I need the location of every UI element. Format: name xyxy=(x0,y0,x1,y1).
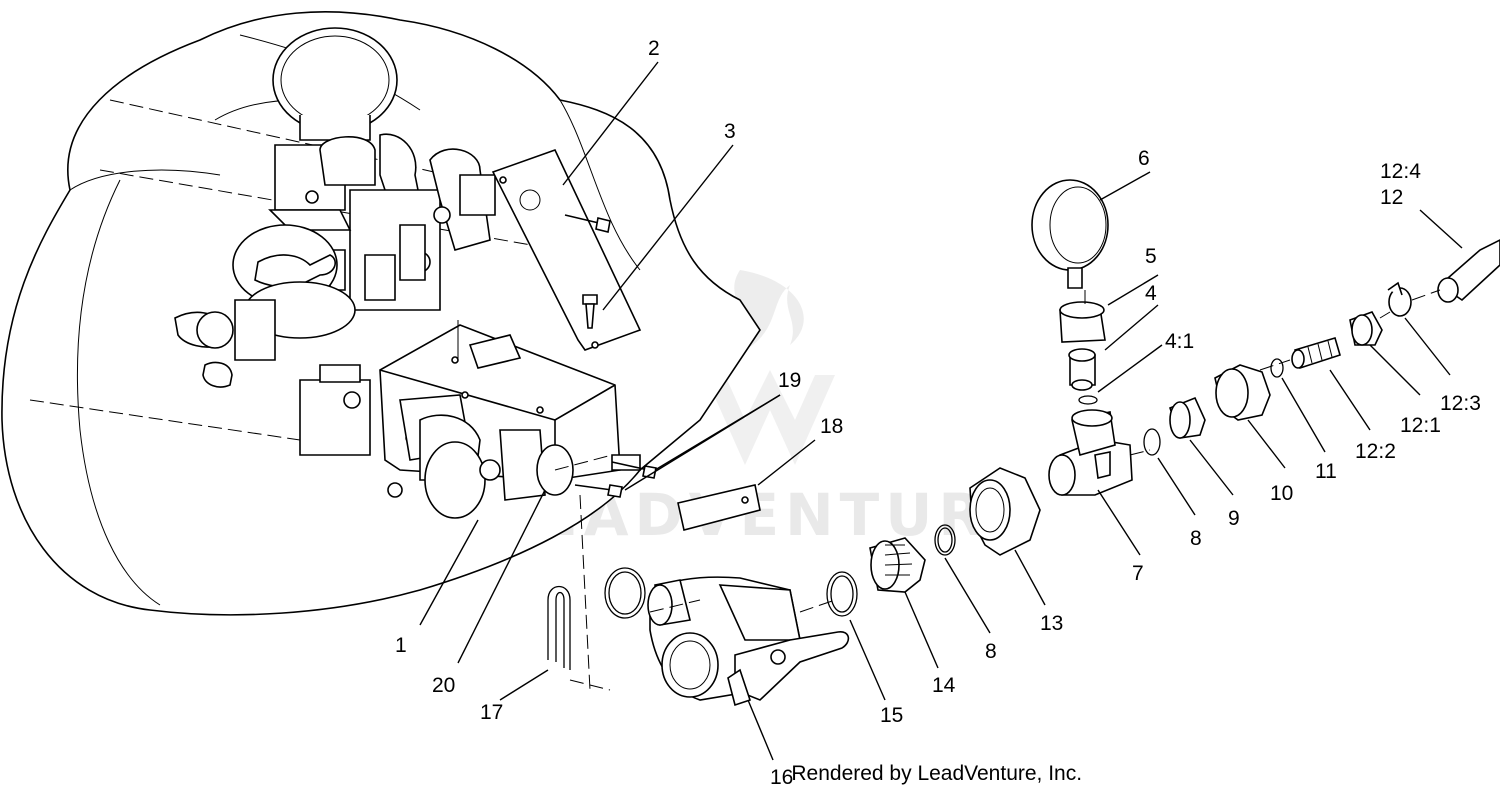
callout-3: 3 xyxy=(724,120,736,143)
callout-15: 15 xyxy=(880,704,903,727)
callout-6: 6 xyxy=(1138,147,1150,170)
hose xyxy=(1437,239,1500,303)
coupling-nut-13 xyxy=(969,467,1041,556)
hose-barb xyxy=(1291,337,1341,370)
callout-5: 5 xyxy=(1145,245,1157,268)
o-ring-15 xyxy=(826,571,858,617)
u-clip xyxy=(547,585,571,670)
callout-16: 16 xyxy=(770,766,793,789)
bushing-4 xyxy=(1068,348,1096,391)
o-ring-16-left-inner xyxy=(608,571,642,615)
lower-mount xyxy=(299,364,371,456)
o-ring-11 xyxy=(1270,358,1284,378)
callout-12-2: 12:2 xyxy=(1355,440,1396,463)
adapter-14 xyxy=(869,537,926,593)
callout-7: 7 xyxy=(1132,562,1144,585)
callout-2: 2 xyxy=(648,37,660,60)
tank-lid xyxy=(272,27,398,141)
nut-10 xyxy=(1214,364,1271,421)
callout-14: 14 xyxy=(932,674,956,697)
bolt-3 xyxy=(582,294,598,329)
strap-bracket xyxy=(491,149,642,351)
callout-12: 12 xyxy=(1380,186,1403,209)
screw-19a xyxy=(611,461,657,479)
o-ring-8-upper xyxy=(1143,428,1161,456)
callout-12-3: 12:3 xyxy=(1440,392,1481,415)
o-ring-16-left xyxy=(604,567,646,619)
ball-valve xyxy=(647,576,850,707)
callout-1: 1 xyxy=(395,634,407,657)
callout-4-1: 4:1 xyxy=(1165,330,1194,353)
nut-12-1 xyxy=(1349,311,1383,346)
callout-20: 20 xyxy=(432,674,455,697)
o-ring-4-1 xyxy=(1078,395,1098,405)
callout-11: 11 xyxy=(1315,460,1337,483)
callout-9: 9 xyxy=(1228,507,1240,530)
side-valve xyxy=(174,224,356,388)
adapter-9 xyxy=(1169,396,1206,439)
nut-5 xyxy=(1059,301,1106,343)
callout-10: 10 xyxy=(1270,482,1293,505)
callout-17: 17 xyxy=(480,701,503,724)
o-ring-8-lower xyxy=(934,524,956,556)
callout-18: 18 xyxy=(820,415,843,438)
callout-4: 4 xyxy=(1145,282,1157,305)
leader-lines xyxy=(419,61,1463,761)
callout-13: 13 xyxy=(1040,612,1063,635)
o-ring-15-inner xyxy=(830,575,854,613)
callout-19: 19 xyxy=(778,369,801,392)
screw-19b xyxy=(574,484,623,498)
callout-8-upper: 8 xyxy=(1190,527,1202,550)
callout-12-4: 12:4 xyxy=(1380,160,1421,183)
decal-18 xyxy=(677,484,761,531)
hose-clamp xyxy=(1387,281,1412,317)
callout-12-1: 12:1 xyxy=(1400,414,1441,437)
screw-2 xyxy=(564,214,611,233)
tee-fitting xyxy=(1048,409,1133,496)
o-ring-8-lower-inner xyxy=(937,527,953,553)
pressure-gauge xyxy=(1031,179,1109,289)
callout-8-lower: 8 xyxy=(985,640,997,663)
